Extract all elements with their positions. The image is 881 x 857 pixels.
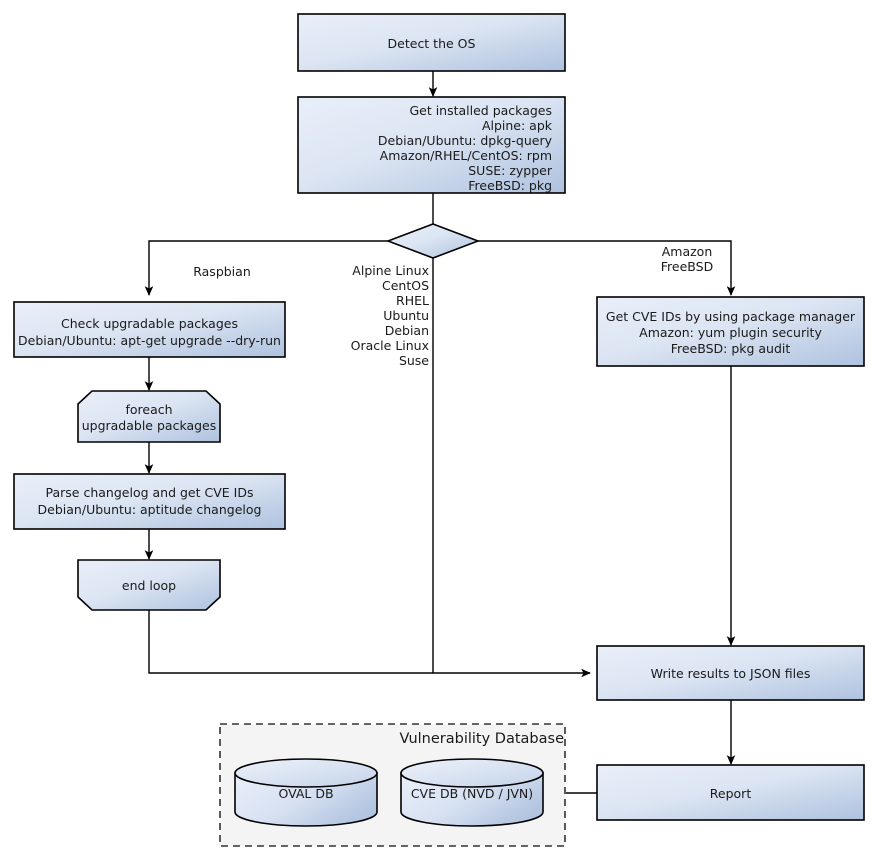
node-cve-db-label: CVE DB (NVD / JVN) [411, 786, 533, 801]
node-check-upgradable-packages-line-2: Debian/Ubuntu: apt-get upgrade --dry-run [18, 333, 281, 348]
edge-label-amazon-freebsd: Amazon FreeBSD [661, 244, 713, 274]
node-get-cve-ids-line-1: Get CVE IDs by using package manager [606, 309, 856, 324]
node-oval-db[interactable]: OVAL DB [234, 758, 378, 827]
node-parse-changelog-line-1: Parse changelog and get CVE IDs [46, 485, 254, 500]
node-check-upgradable-packages-line-1: Check upgradable packages [61, 316, 238, 331]
node-check-upgradable-packages[interactable]: Check upgradable packages Debian/Ubuntu:… [13, 301, 286, 358]
node-detect-os-box [297, 13, 566, 72]
node-write-results-box [596, 645, 865, 701]
edge-label-distro-6: Oracle Linux [351, 338, 429, 353]
edge-label-distro-7: Suse [399, 353, 429, 368]
node-get-cve-ids-line-3: FreeBSD: pkg audit [671, 341, 791, 356]
edge-label-amazon: Amazon [662, 244, 713, 259]
node-oval-db-label: OVAL DB [278, 786, 333, 801]
node-report[interactable]: Report [596, 764, 865, 821]
node-get-installed-packages-line-6: FreeBSD: pkg [468, 178, 552, 193]
node-get-installed-packages-line-1: Get installed packages [409, 103, 552, 118]
node-parse-changelog-line-2: Debian/Ubuntu: aptitude changelog [38, 502, 262, 517]
edge-decision-left-raspbian [144, 240, 388, 296]
node-end-loop-shape [77, 559, 221, 611]
node-get-installed-packages-line-2: Alpine: apk [482, 118, 553, 133]
node-write-results-label: Write results to JSON files [651, 666, 811, 681]
edge-decision-right-amazon-freebsd [478, 240, 736, 296]
edge-label-distro-5: Debian [385, 323, 429, 338]
node-get-installed-packages-line-5: SUSE: zypper [468, 163, 553, 178]
node-os-decision[interactable] [385, 223, 481, 259]
node-parse-changelog[interactable]: Parse changelog and get CVE IDs Debian/U… [13, 473, 286, 530]
node-oval-db-body [234, 772, 378, 827]
node-get-installed-packages[interactable]: Get installed packages Alpine: apk Debia… [297, 96, 566, 194]
edge-label-distro-list: Alpine Linux CentOS RHEL Ubuntu Debian O… [351, 263, 430, 368]
node-cve-db-body [400, 772, 544, 827]
node-end-loop-label: end loop [122, 578, 176, 593]
node-foreach-loop-start[interactable]: foreach upgradable packages [77, 390, 221, 443]
node-get-installed-packages-line-4: Amazon/RHEL/CentOS: rpm [380, 148, 552, 163]
node-get-cve-ids-package-manager-box [596, 296, 865, 367]
node-os-decision-diamond [385, 223, 481, 259]
node-parse-changelog-box [13, 473, 286, 530]
node-write-results[interactable]: Write results to JSON files [596, 645, 865, 701]
node-get-installed-packages-line-3: Debian/Ubuntu: dpkg-query [378, 133, 553, 148]
node-oval-db-cap [234, 758, 378, 788]
node-get-cve-ids-line-2: Amazon: yum plugin security [639, 325, 822, 340]
node-foreach-loop-start-line-1: foreach [125, 402, 172, 417]
edge-label-raspbian: Raspbian [193, 264, 251, 279]
node-get-cve-ids-package-manager[interactable]: Get CVE IDs by using package manager Ama… [596, 296, 865, 367]
node-cve-db-cap [400, 758, 544, 788]
group-vulnerability-database-title: Vulnerability Database [400, 731, 565, 747]
node-detect-os-label: Detect the OS [388, 36, 476, 51]
node-report-box [596, 764, 865, 821]
node-get-installed-packages-box [297, 96, 566, 194]
node-foreach-loop-start-line-2: upgradable packages [82, 418, 217, 433]
node-report-label: Report [710, 786, 752, 801]
node-end-loop[interactable]: end loop [77, 559, 221, 611]
edge-label-freebsd: FreeBSD [661, 259, 713, 274]
edge-label-distro-3: RHEL [396, 293, 429, 308]
edge-label-distro-2: CentOS [382, 278, 429, 293]
edge-end-loop-to-write-results [148, 610, 591, 678]
node-foreach-loop-start-shape [77, 390, 221, 443]
edge-label-distro-1: Alpine Linux [352, 263, 429, 278]
node-detect-os[interactable]: Detect the OS [297, 13, 566, 72]
node-check-upgradable-packages-box [13, 301, 286, 358]
node-cve-db[interactable]: CVE DB (NVD / JVN) [400, 758, 544, 827]
edge-label-distro-4: Ubuntu [383, 308, 429, 323]
